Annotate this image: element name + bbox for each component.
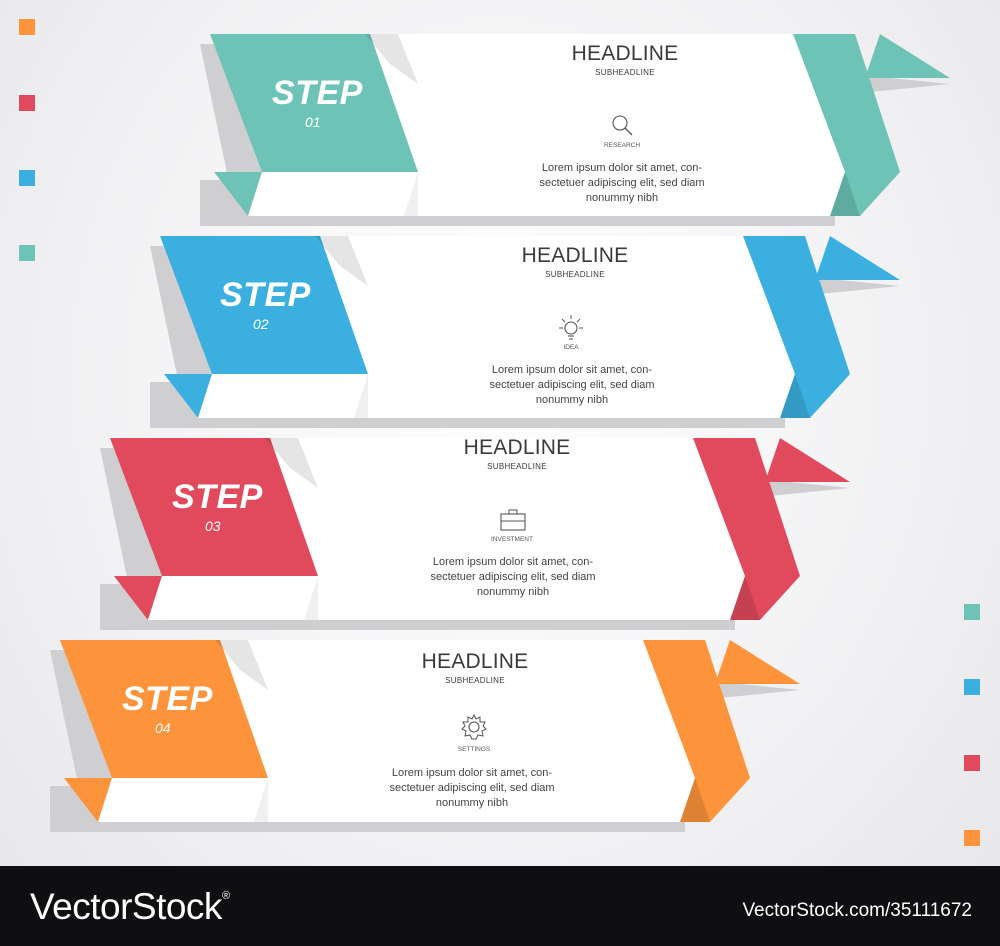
step-3-right-ribbon-fold <box>730 576 760 620</box>
step-3-banner: STEP 03 HEADLINE SUBHEADLINE INVESTMENT … <box>0 436 1000 638</box>
step-3-number: 03 <box>205 518 221 534</box>
footer-bar: VectorStock® VectorStock.com/35111672 <box>0 866 1000 946</box>
step-3-body: Lorem ipsum dolor sit amet, con- sectetu… <box>393 555 633 600</box>
decor-square-blue-left <box>19 170 35 186</box>
step-2-body: Lorem ipsum dolor sit amet, con- sectetu… <box>452 363 692 408</box>
step-3-flag-shadow <box>770 480 850 496</box>
gear-icon <box>461 713 487 740</box>
step-2-fold-band <box>198 374 368 418</box>
step-4-shapes <box>50 640 800 832</box>
step-2-arrow-notch <box>315 236 368 286</box>
step-1-subheadline: SUBHEADLINE <box>595 68 655 77</box>
step-4-flag-shadow <box>720 682 800 698</box>
step-4-flag <box>715 640 800 684</box>
decor-square-teal-left <box>19 245 35 261</box>
step-3-flag <box>765 438 850 482</box>
step-3-right-ribbon <box>693 438 800 620</box>
step-4-subheadline: SUBHEADLINE <box>445 676 505 685</box>
step-1-flag <box>865 34 950 78</box>
step-2-flag <box>815 236 900 280</box>
briefcase-icon <box>500 509 526 531</box>
step-3-headline: HEADLINE <box>463 436 571 459</box>
step-4-body-line-1: Lorem ipsum dolor sit amet, con- <box>391 767 553 779</box>
brand-logo: VectorStock® <box>30 886 230 928</box>
step-1-banner: STEP 01 HEADLINE SUBHEADLINE RESEARCH Lo… <box>0 34 1000 234</box>
step-3-body-line-2: sectetuer adipiscing elit, sed diam <box>430 571 596 583</box>
step-4-headline: HEADLINE <box>421 650 529 673</box>
step-4-fold-band <box>98 778 268 822</box>
step-4-right-ribbon <box>643 640 750 822</box>
step-2-fold-corner <box>164 374 212 418</box>
step-2-icon-label: IDEA <box>563 344 579 351</box>
step-4-right-ribbon-fold <box>680 778 710 822</box>
step-1-headline: HEADLINE <box>571 42 679 65</box>
decor-square-red-left <box>19 95 35 111</box>
registered-mark: ® <box>221 890 230 902</box>
step-2-fold-band-shade <box>354 374 368 418</box>
step-3-body-line-1: Lorem ipsum dolor sit amet, con- <box>432 556 594 568</box>
step-1-number: 01 <box>305 114 321 130</box>
step-2-body-line-3: nonummy nibh <box>535 394 609 406</box>
step-1-fold-band-shade <box>404 172 418 216</box>
step-1-word: STEP <box>272 74 363 112</box>
step-4-banner: STEP 04 HEADLINE SUBHEADLINE SETTINGS Lo… <box>0 640 1000 840</box>
step-1-body-line-2: sectetuer adipiscing elit, sed diam <box>539 177 705 189</box>
step-1-right-ribbon <box>793 34 900 216</box>
decor-square-teal-right <box>964 604 980 620</box>
step-1-fold-corner <box>214 172 262 216</box>
step-4-body-line-2: sectetuer adipiscing elit, sed diam <box>389 782 555 794</box>
step-2-right-ribbon-fold <box>780 374 810 418</box>
step-1-fold-band <box>248 172 418 216</box>
step-2-subheadline: SUBHEADLINE <box>545 270 605 279</box>
step-4-body-line-3: nonummy nibh <box>435 797 509 809</box>
step-1-arrow-notch <box>365 34 418 84</box>
step-3-body-line-3: nonummy nibh <box>476 586 550 598</box>
decor-square-orange-left <box>19 19 35 35</box>
step-1-icon-label: RESEARCH <box>603 142 641 149</box>
step-2-flag-shadow <box>820 278 900 294</box>
step-4-fold-band-shade <box>254 778 268 822</box>
step-1-body-line-3: nonummy nibh <box>585 192 659 204</box>
step-3-fold-band <box>148 576 318 620</box>
step-3-fold-band-shade <box>304 576 318 620</box>
step-2-body-line-1: Lorem ipsum dolor sit amet, con- <box>491 364 653 376</box>
step-4-step-arrow <box>60 640 268 778</box>
step-4-arrow-notch <box>215 640 268 690</box>
step-2-shapes <box>150 236 900 428</box>
step-3-icon-label: INVESTMENT <box>491 536 533 543</box>
step-1-step-arrow <box>210 34 418 172</box>
lightbulb-icon <box>559 315 583 340</box>
step-4-number: 04 <box>155 720 171 736</box>
step-1-shapes <box>200 34 950 226</box>
step-4-body: Lorem ipsum dolor sit amet, con- sectetu… <box>352 766 592 811</box>
brand-name: VectorStock <box>30 886 222 927</box>
step-2-body-line-2: sectetuer adipiscing elit, sed diam <box>489 379 655 391</box>
step-2-word: STEP <box>220 276 311 314</box>
decor-square-blue-right <box>964 679 980 695</box>
step-1-body: Lorem ipsum dolor sit amet, con- sectetu… <box>502 161 742 206</box>
step-4-word: STEP <box>122 680 213 718</box>
step-3-fold-corner <box>114 576 162 620</box>
step-3-arrow-notch <box>265 438 318 488</box>
step-4-icon-label: SETTINGS <box>457 746 491 753</box>
decor-square-orange-right <box>964 830 980 846</box>
step-3-step-arrow <box>110 438 318 576</box>
image-id: VectorStock.com/35111672 <box>742 900 972 921</box>
search-icon <box>612 115 633 136</box>
step-2-number: 02 <box>253 316 269 332</box>
step-3-shapes <box>100 438 850 630</box>
step-3-subheadline: SUBHEADLINE <box>487 462 547 471</box>
step-2-banner: STEP 02 HEADLINE SUBHEADLINE IDEA Lorem … <box>0 236 1000 436</box>
step-2-step-arrow <box>160 236 368 374</box>
step-1-body-line-1: Lorem ipsum dolor sit amet, con- <box>541 162 703 174</box>
step-1-flag-shadow <box>870 76 950 92</box>
step-4-fold-corner <box>64 778 112 822</box>
step-3-word: STEP <box>172 478 263 516</box>
step-2-right-ribbon <box>743 236 850 418</box>
step-2-headline: HEADLINE <box>521 244 629 267</box>
step-1-right-ribbon-fold <box>830 172 860 216</box>
decor-square-red-right <box>964 755 980 771</box>
